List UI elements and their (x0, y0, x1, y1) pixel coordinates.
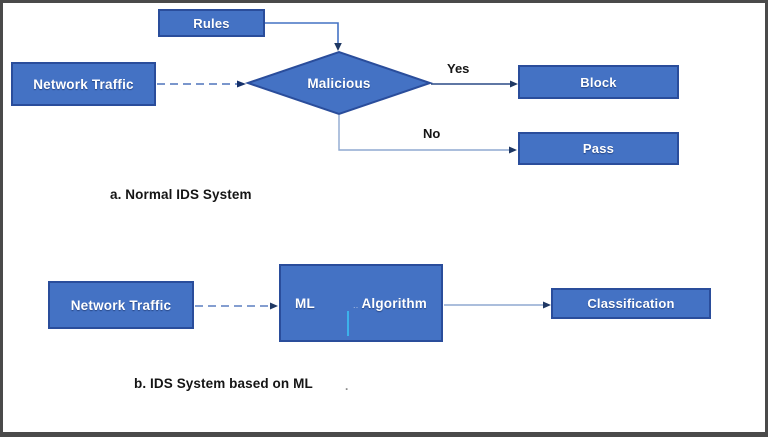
algorithm-label: Algorithm (361, 295, 427, 311)
text-cursor-artifact (347, 311, 349, 336)
arrowhead-yes (510, 80, 518, 88)
decision-diamond (244, 50, 434, 116)
node-decision-malicious-label: Malicious (307, 75, 371, 91)
arrowhead-no (509, 146, 517, 154)
arrowhead-traffic-to-decision (237, 80, 246, 88)
edge-label-no: No (423, 126, 441, 141)
stray-dot: . (345, 379, 349, 393)
arrowhead-traffic-to-ml (270, 302, 278, 310)
node-classification: Classification (551, 288, 711, 319)
node-block: Block (518, 65, 679, 99)
arrowhead-ml-to-classification (543, 301, 551, 309)
arrowhead-rules-to-decision (334, 43, 342, 51)
ml-algorithm-dots: .. (353, 300, 359, 310)
edge-rules-to-decision (265, 22, 339, 46)
node-ml-algorithm: ML .. Algorithm (279, 264, 443, 342)
caption-ids-based-on-ml: b. IDS System based on ML (134, 376, 313, 391)
node-network-traffic-a: Network Traffic (11, 62, 156, 106)
node-pass: Pass (518, 132, 679, 165)
edge-no (338, 115, 509, 151)
caption-normal-ids: a. Normal IDS System (110, 187, 252, 202)
edge-label-yes: Yes (447, 61, 470, 76)
node-rules: Rules (158, 9, 265, 37)
ml-label: ML (295, 295, 315, 311)
connector-layer (157, 22, 551, 310)
node-network-traffic-b: Network Traffic (48, 281, 194, 329)
